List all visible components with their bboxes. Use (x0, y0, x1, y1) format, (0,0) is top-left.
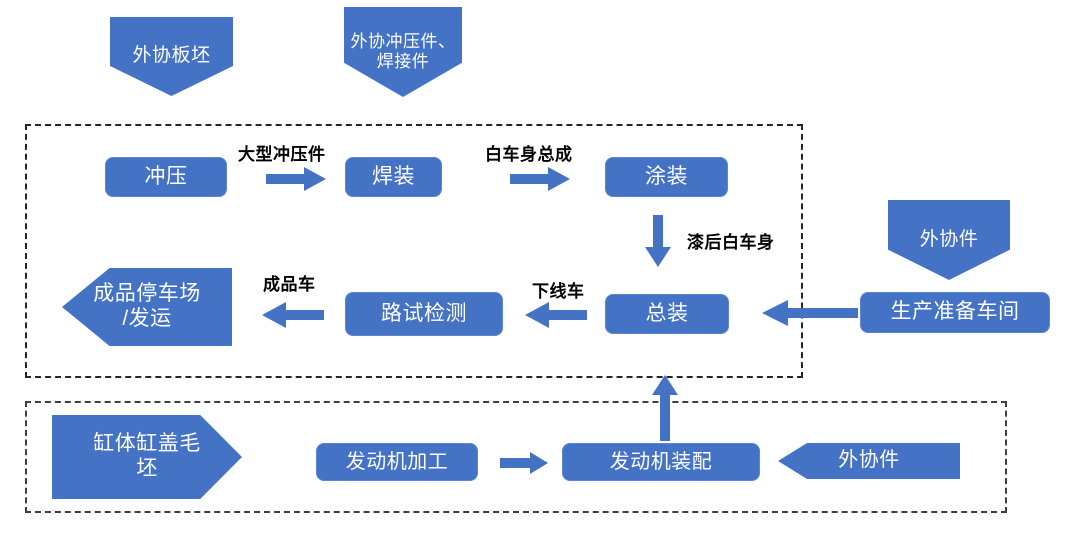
edge-label-large-stamping-part: 大型冲压件 (238, 145, 326, 164)
group-engine-plant (25, 401, 1007, 513)
arrow-stamping-to-welding (266, 167, 326, 191)
input-outsourced-slab-label: 外协板坯 (132, 45, 211, 67)
node-final-assembly-label: 总装 (645, 301, 689, 325)
node-engine-machining-label: 发动机加工 (345, 450, 449, 473)
node-engine-assembly-label: 发动机装配 (609, 450, 713, 473)
node-engine-machining[interactable]: 发动机加工 (316, 443, 478, 481)
arrow-painting-to-final-assembly (645, 215, 671, 267)
edge-label-body-in-white: 白车身总成 (485, 145, 573, 164)
node-welding-label: 焊装 (372, 164, 415, 188)
node-production-prep-label: 生产准备车间 (890, 300, 1020, 324)
arrow-engine-assembly-to-final-assembly (652, 375, 678, 441)
input-cylinder-blank[interactable]: 缸体缸盖毛 坯 (52, 415, 242, 499)
node-stamping[interactable]: 冲压 (105, 157, 227, 197)
edge-label-offline-vehicle: 下线车 (532, 282, 585, 301)
group-vehicle-plant (25, 124, 803, 378)
edge-label-finished-vehicle: 成品车 (263, 275, 316, 294)
input-cylinder-blank-label: 缸体缸盖毛 坯 (93, 432, 201, 480)
input-outsourced-parts-bottom[interactable]: 外协件 (778, 443, 960, 479)
input-outsourced-slab[interactable]: 外协板坯 (110, 17, 233, 96)
node-engine-assembly[interactable]: 发动机装配 (562, 443, 760, 481)
arrow-road-test-to-finished-parking (262, 302, 324, 328)
node-painting-label: 涂装 (645, 164, 688, 188)
arrow-final-assembly-to-road-test (525, 302, 587, 328)
node-final-assembly[interactable]: 总装 (605, 294, 729, 334)
edge-label-painted-body: 漆后白车身 (687, 233, 775, 252)
input-outsourced-parts-bottom-label: 外协件 (838, 449, 900, 472)
arrow-engine-machining-to-assembly (500, 452, 548, 474)
node-road-test[interactable]: 路试检测 (345, 292, 503, 336)
input-outsourced-parts-top[interactable]: 外协件 (888, 200, 1010, 280)
output-finished-parking-label: 成品停车场 /发运 (93, 282, 201, 330)
node-stamping-label: 冲压 (144, 164, 188, 188)
node-painting[interactable]: 涂装 (605, 157, 728, 197)
node-production-prep[interactable]: 生产准备车间 (860, 292, 1050, 333)
node-road-test-label: 路试检测 (381, 301, 467, 325)
input-outsourced-stamping-welding-label: 外协冲压件、 焊接件 (350, 31, 456, 71)
node-welding[interactable]: 焊装 (345, 157, 442, 197)
arrow-prep-to-final-assembly (762, 300, 858, 326)
input-outsourced-parts-top-label: 外协件 (919, 228, 979, 250)
arrow-welding-to-painting (510, 167, 570, 191)
input-outsourced-stamping-welding[interactable]: 外协冲压件、 焊接件 (344, 7, 462, 97)
